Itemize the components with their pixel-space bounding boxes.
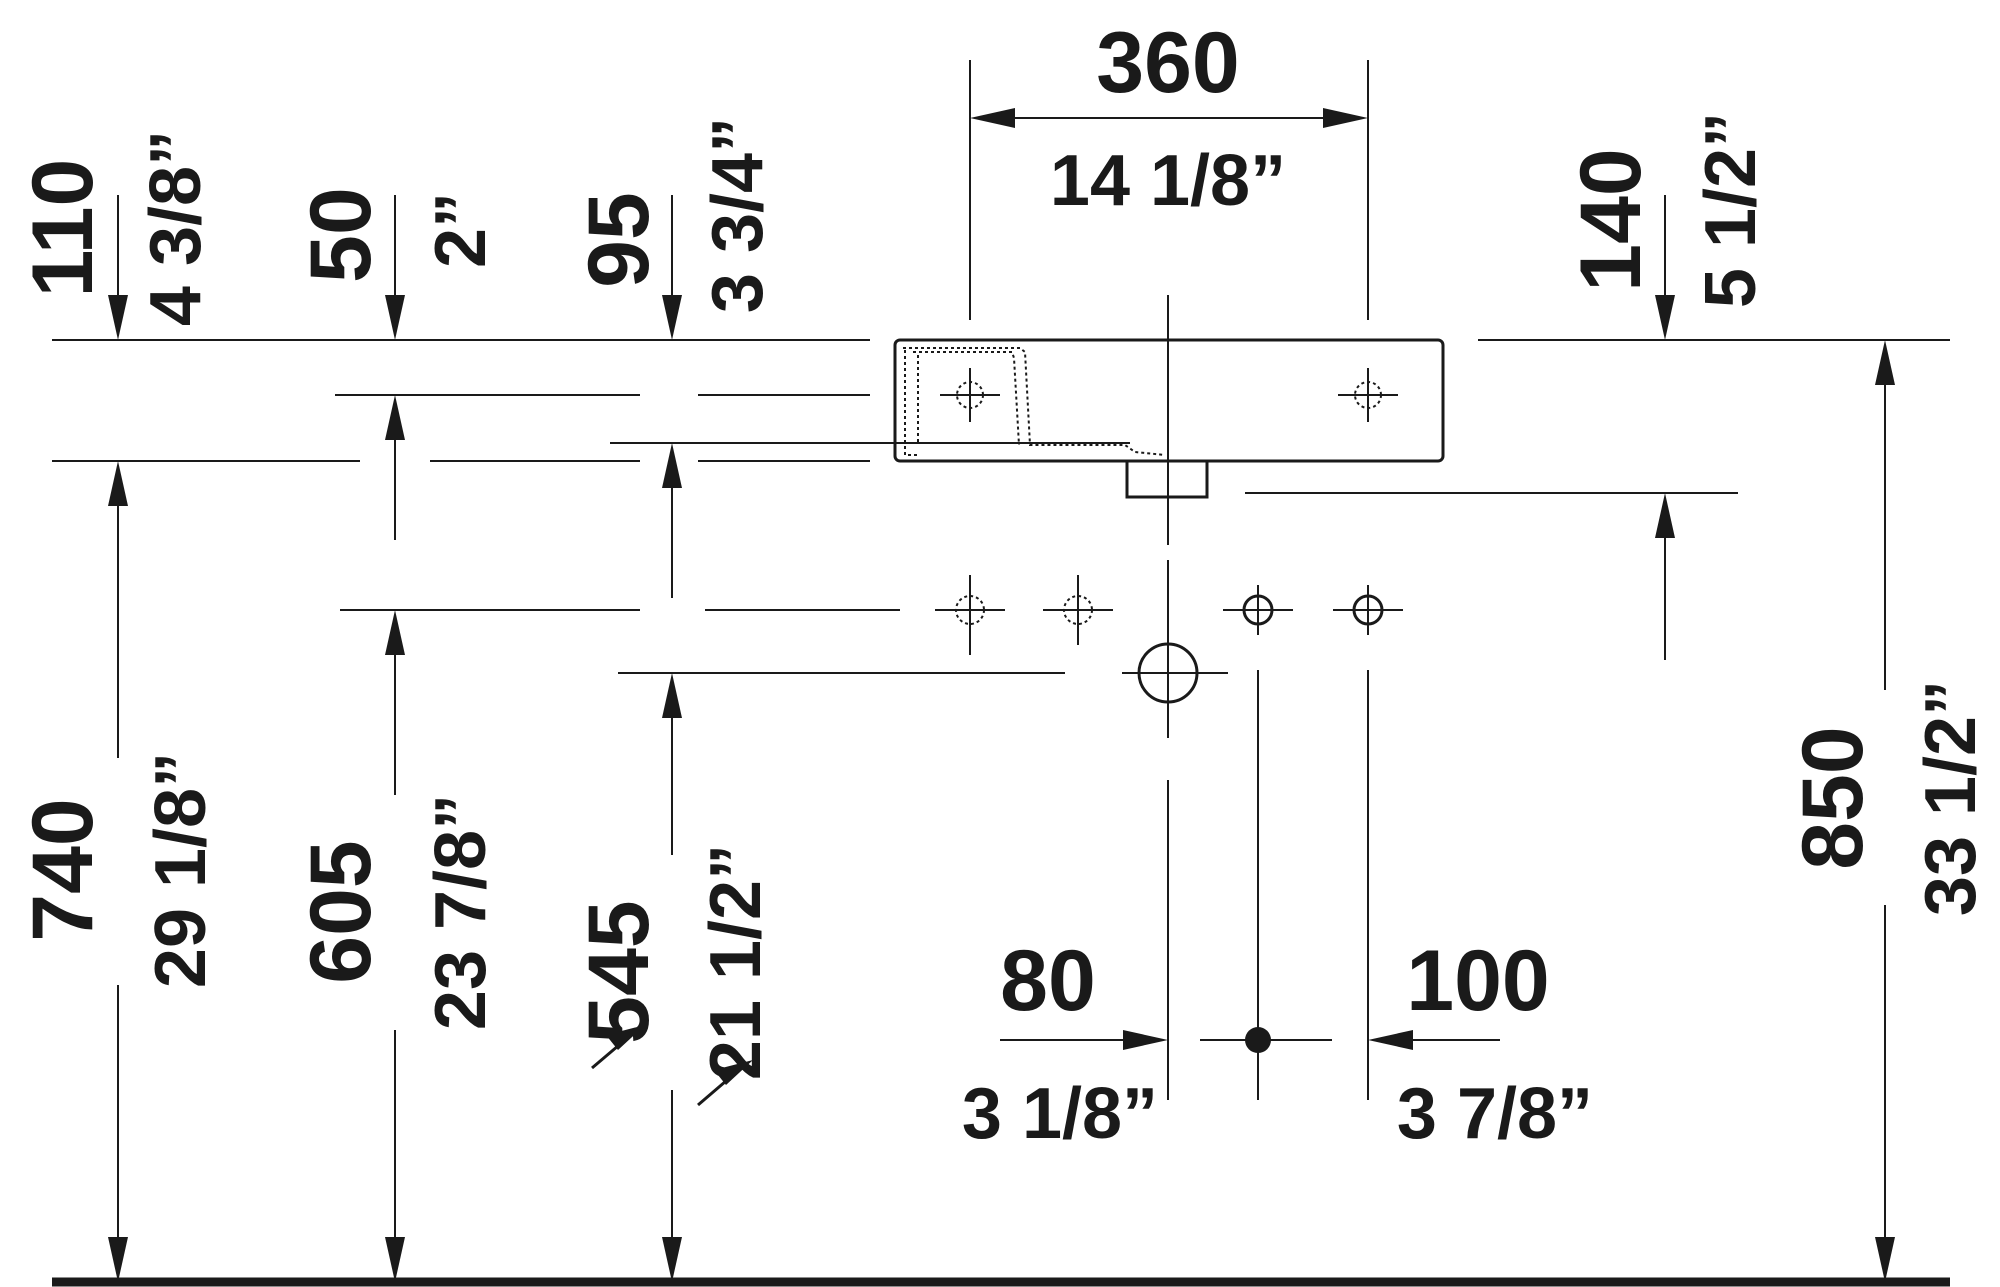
wall-fixing-dotted-1-icon: [935, 575, 1005, 655]
dim-95-mm: 95: [571, 192, 667, 288]
reference-lines: [52, 339, 1950, 674]
dim-605-mm: 605: [293, 840, 389, 984]
dim-140-mm: 140: [1563, 148, 1659, 292]
dim-100-in: 3 7/8”: [1397, 1074, 1593, 1154]
dim-740-in: 29 1/8”: [141, 752, 221, 988]
wall-fixing-solid-2-icon: [1333, 585, 1403, 635]
dim-360-in: 14 1/8”: [1050, 141, 1286, 221]
dim-80-mm: 80: [1000, 933, 1096, 1029]
dim-50-in: 2”: [421, 192, 501, 268]
tap-hole-left-icon: [940, 368, 1000, 422]
dim-850-mm: 850: [1785, 726, 1881, 870]
waste-outlet-icon: [1122, 642, 1228, 704]
dim-605-in: 23 7/8”: [421, 794, 501, 1030]
dim-110-mm: 110: [15, 159, 111, 298]
dim-95-in: 3 3/4”: [698, 117, 778, 313]
dimension-arrows: [108, 108, 1895, 1282]
water-supply-point-icon: [1200, 1027, 1332, 1053]
dim-360-mm: 360: [1096, 15, 1240, 111]
dim-545-mm: 545: [571, 900, 667, 1044]
wall-fixing-dotted-2-icon: [1043, 575, 1113, 645]
wall-fixing-solid-1-icon: [1223, 585, 1293, 635]
fixing-hole-right-icon: [1338, 368, 1398, 422]
dim-140-in: 5 1/2”: [1691, 112, 1771, 308]
dim-740-mm: 740: [15, 798, 111, 942]
dim-50-mm: 50: [293, 187, 389, 283]
dim-100-mm: 100: [1406, 933, 1550, 1029]
dim-80-in: 3 1/8”: [962, 1074, 1158, 1154]
dim-545-in: 21 1/2”: [696, 844, 776, 1080]
dim-110-in: 4 3/8”: [136, 130, 216, 326]
dim-850-in: 33 1/2”: [1911, 680, 1991, 916]
